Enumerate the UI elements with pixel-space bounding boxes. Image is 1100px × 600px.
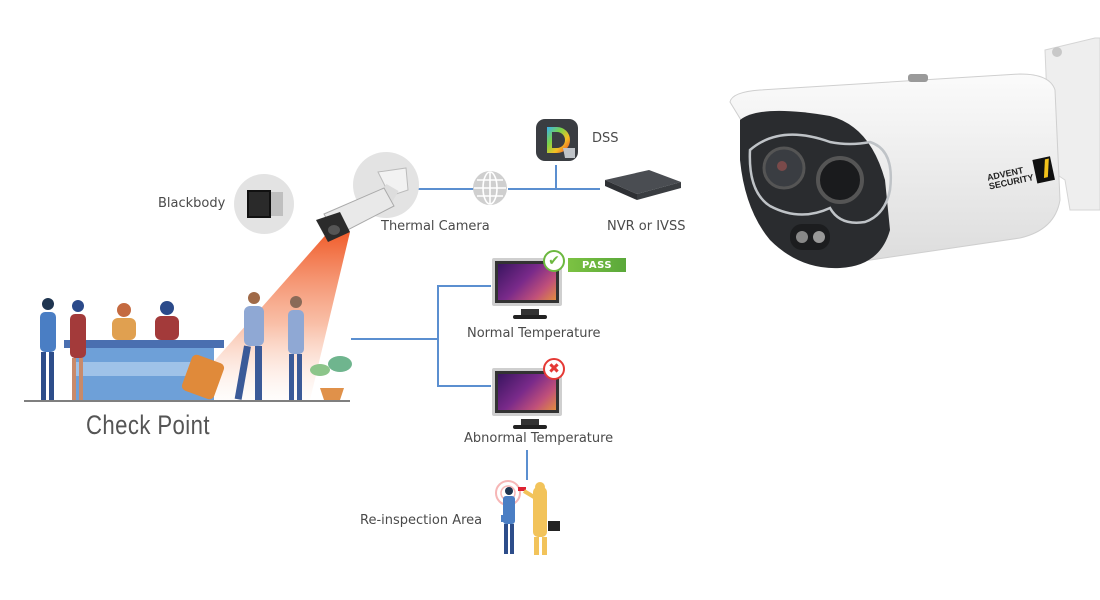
checkpoint-label: Check Point bbox=[86, 410, 210, 440]
dss-app-icon bbox=[536, 119, 578, 161]
thermal-camera-label: Thermal Camera bbox=[381, 219, 490, 234]
connector-dss-vertical bbox=[555, 165, 557, 189]
thermal-screen bbox=[498, 374, 556, 410]
thermal-screen bbox=[498, 264, 556, 300]
cross-icon: ✖ bbox=[543, 358, 565, 380]
connector-camera-globe bbox=[418, 188, 474, 190]
bullet-camera-icon bbox=[316, 167, 409, 242]
blackbody-device-icon bbox=[247, 190, 283, 218]
connector-branch-vertical bbox=[437, 285, 439, 386]
connector-checkpoint-branch bbox=[351, 338, 438, 340]
check-icon: ✔ bbox=[543, 250, 565, 272]
nvr-label: NVR or IVSS bbox=[607, 219, 686, 234]
globe-icon bbox=[473, 171, 507, 205]
normal-temperature-label: Normal Temperature bbox=[467, 326, 601, 341]
connector-abnormal-reinspection bbox=[526, 450, 528, 480]
reinspection-label: Re-inspection Area bbox=[360, 513, 483, 528]
nvr-box-icon bbox=[605, 170, 681, 200]
dss-label: DSS bbox=[592, 131, 619, 146]
checkpoint-scene-icon bbox=[24, 292, 352, 402]
pass-badge: PASS bbox=[568, 258, 626, 272]
logo-text: ADVENT SECURITY bbox=[986, 165, 1035, 192]
reinspection-scene-icon bbox=[495, 480, 560, 555]
thermal-bullet-camera-photo bbox=[729, 37, 1100, 269]
blackbody-label: Blackbody bbox=[158, 196, 226, 211]
logo-mark-icon bbox=[1032, 156, 1055, 184]
connector-branch-abnormal bbox=[437, 385, 491, 387]
connector-branch-normal bbox=[437, 285, 491, 287]
abnormal-temperature-label: Abnormal Temperature bbox=[464, 431, 614, 446]
connector-globe-nvr bbox=[508, 188, 600, 190]
thermal-beam bbox=[180, 230, 350, 400]
